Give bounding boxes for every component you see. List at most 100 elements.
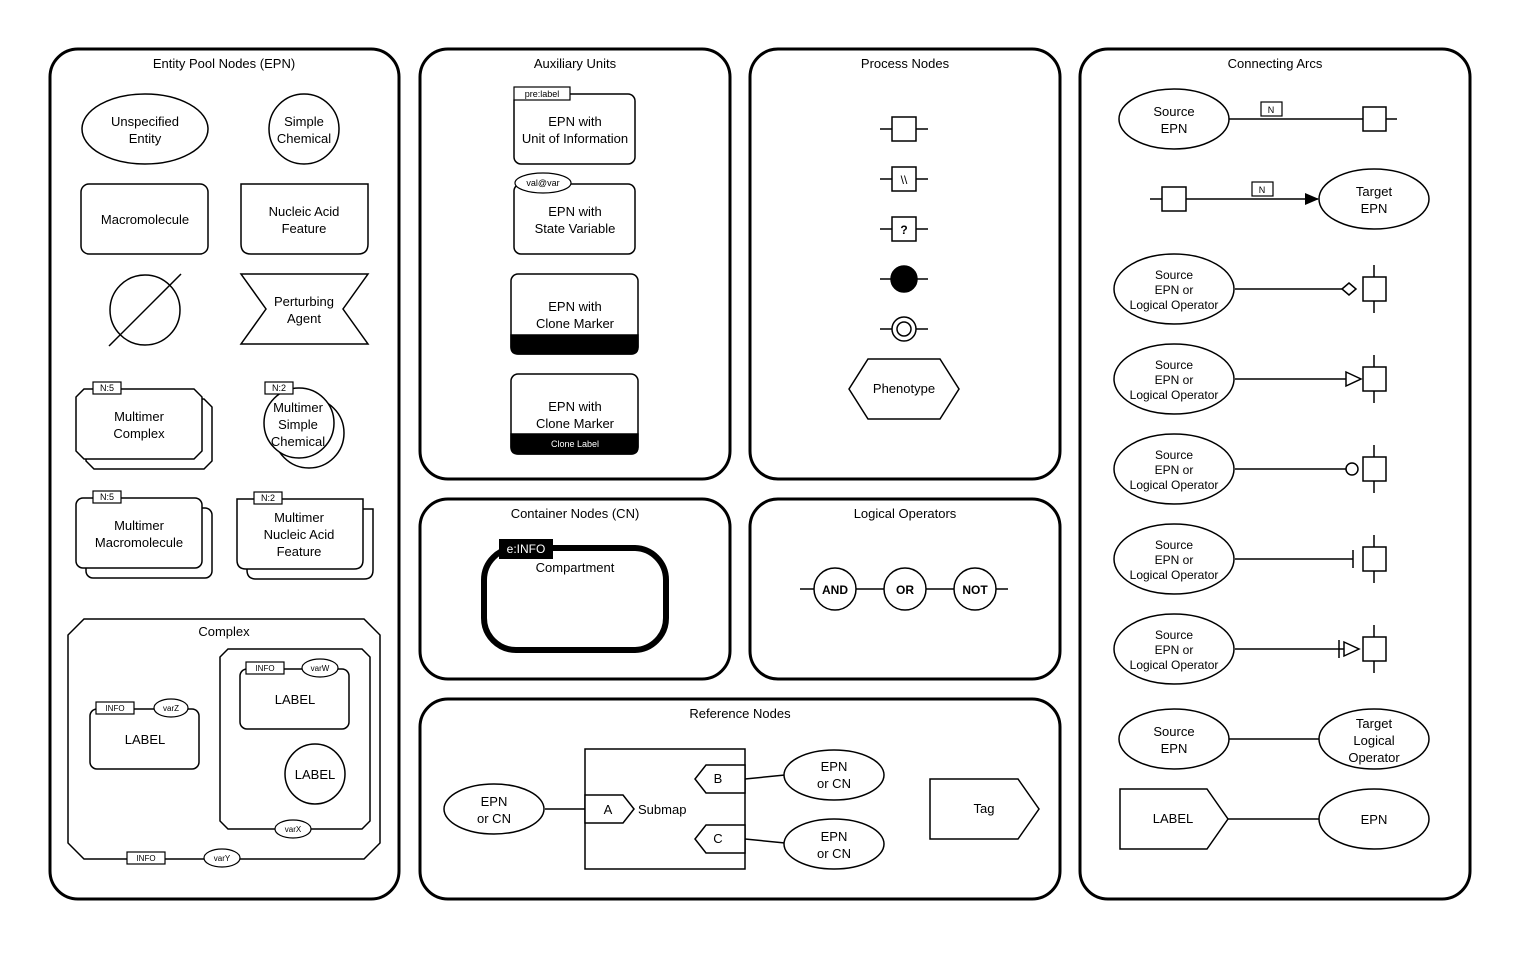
simple-chemical-label-1: Simple (284, 114, 324, 129)
modulation-source-3: Logical Operator (1130, 298, 1219, 312)
reference-panel: Reference Nodes (418, 697, 1062, 901)
uncertain-process-node: ? (880, 216, 928, 242)
submap-reference: EPN or CN A Submap B C EPN or CN EPN or … (443, 748, 885, 870)
multimer-chemical-label-3: Chemical (271, 434, 325, 449)
not-label: NOT (962, 583, 988, 597)
ref-epn-c-1: EPN (821, 829, 848, 844)
multimer-nucleic-label-3: Feature (277, 544, 322, 559)
multimer-complex-label-1: Multimer (114, 409, 165, 424)
clone-label-example: EPN with Clone Marker Clone Label (510, 373, 639, 455)
logic-source-1: Source (1153, 724, 1194, 739)
multimer-macro-label-1: Multimer (114, 518, 165, 533)
unit-of-information-example: pre:label EPN with Unit of Information (513, 86, 636, 165)
unspecified-label-2: Entity (129, 131, 162, 146)
complex-title: Complex (198, 624, 250, 639)
clone-marker-example: EPN with Clone Marker (510, 273, 639, 355)
ref-epn-left-2: or CN (477, 811, 511, 826)
consumption-source-2: EPN (1161, 121, 1188, 136)
multimer-chemical-node: N:2 Multimer Simple Chemical (263, 381, 345, 469)
equivalence-label: LABEL (1153, 811, 1193, 826)
clone-marker-text: Clone Label (551, 439, 599, 449)
perturbing-agent-node: Perturbing Agent (239, 273, 370, 345)
omitted-process-node: \\ (880, 166, 928, 192)
modulation-arc: Source EPN or Logical Operator (1113, 253, 1387, 325)
inhibition-source-1: Source (1155, 538, 1193, 552)
dissociation-node (880, 316, 928, 342)
phenotype-label: Phenotype (873, 381, 935, 396)
unit-info-label-2: Unit of Information (522, 131, 628, 146)
inhibition-source-3: Logical Operator (1130, 568, 1219, 582)
clone-label-example-label-2: Clone Marker (536, 416, 615, 431)
catalysis-source-3: Logical Operator (1130, 478, 1219, 492)
consumption-source-1: Source (1153, 104, 1194, 119)
multimer-nucleic-label-1: Multimer (274, 510, 325, 525)
state-variable-example: val@var EPN with State Variable (513, 172, 636, 255)
multimer-macro-badge: N:5 (100, 492, 114, 502)
production-target-2: EPN (1361, 201, 1388, 216)
aux-panel: Auxiliary Units (418, 47, 732, 481)
nucleic-acid-label-2: Feature (282, 221, 327, 236)
unit-info-label-1: EPN with (548, 114, 601, 129)
process-panel-title: Process Nodes (861, 56, 950, 71)
logic-target-2: Logical (1353, 733, 1394, 748)
complex-inner-circle-label: LABEL (295, 767, 335, 782)
complex-left-info: INFO (105, 704, 124, 713)
logic-arc: Source EPN Target Logical Operator (1118, 708, 1430, 770)
consumption-cardinality: N (1268, 105, 1275, 115)
ref-epn-b-2: or CN (817, 776, 851, 791)
container-panel-title: Container Nodes (CN) (511, 506, 640, 521)
logical-panel: Logical Operators (748, 497, 1062, 681)
complex-inner-label: LABEL (275, 692, 315, 707)
logic-target-1: Target (1356, 716, 1393, 731)
nucleic-acid-feature-node: Nucleic Acid Feature (240, 183, 369, 255)
production-target-1: Target (1356, 184, 1393, 199)
or-operator: OR (870, 567, 940, 611)
unit-info-tag: pre:label (525, 89, 560, 99)
multimer-chemical-label-2: Simple (278, 417, 318, 432)
port-a-label: A (604, 802, 613, 817)
stimulation-source-3: Logical Operator (1130, 388, 1219, 402)
association-node (880, 265, 928, 293)
simple-chemical-label-2: Chemical (277, 131, 331, 146)
port-c-label: C (713, 831, 722, 846)
complex-inner-state: varW (311, 664, 330, 673)
epn-panel-title: Entity Pool Nodes (EPN) (153, 56, 295, 71)
inhibition-arc: Source EPN or Logical Operator (1113, 523, 1387, 595)
logical-panel-title: Logical Operators (854, 506, 957, 521)
equivalence-target: EPN (1361, 812, 1388, 827)
stimulation-source-2: EPN or (1155, 373, 1194, 387)
complex-node: Complex INFO varZ LABEL INFO varW LABEL … (67, 618, 381, 868)
ref-epn-c-2: or CN (817, 846, 851, 861)
multimer-chemical-label-1: Multimer (273, 400, 324, 415)
multimer-complex-node: N:5 Multimer Complex (75, 381, 213, 470)
reference-panel-title: Reference Nodes (689, 706, 791, 721)
multimer-nucleic-badge: N:2 (261, 493, 275, 503)
inhibition-source-2: EPN or (1155, 553, 1194, 567)
tag-node: Tag (929, 778, 1040, 840)
submap-label: Submap (638, 802, 686, 817)
complex-bottom-state: varY (214, 854, 231, 863)
complex-left-label: LABEL (125, 732, 165, 747)
aux-panel-title: Auxiliary Units (534, 56, 617, 71)
logic-source-2: EPN (1161, 741, 1188, 756)
consumption-arc: Source EPN N (1118, 88, 1397, 150)
complex-inner-info: INFO (255, 664, 274, 673)
multimer-complex-label-2: Complex (113, 426, 165, 441)
necessary-stimulation-arc: Source EPN or Logical Operator (1113, 613, 1387, 685)
equivalence-arc: LABEL EPN (1119, 788, 1430, 850)
phenotype-node: Phenotype (848, 358, 960, 420)
multimer-chemical-badge: N:2 (272, 383, 286, 393)
compartment-tag: e:INFO (507, 542, 546, 556)
multimer-complex-badge: N:5 (100, 383, 114, 393)
modulation-source-1: Source (1155, 268, 1193, 282)
necessary-source-3: Logical Operator (1130, 658, 1219, 672)
stimulation-arc: Source EPN or Logical Operator (1113, 343, 1387, 415)
process-node (880, 116, 928, 142)
clone-label-2: Clone Marker (536, 316, 615, 331)
multimer-macro-label-2: Macromolecule (95, 535, 183, 550)
clone-label-example-label-1: EPN with (548, 399, 601, 414)
stimulation-source-1: Source (1155, 358, 1193, 372)
production-cardinality: N (1259, 185, 1266, 195)
catalysis-arc: Source EPN or Logical Operator (1113, 433, 1387, 505)
